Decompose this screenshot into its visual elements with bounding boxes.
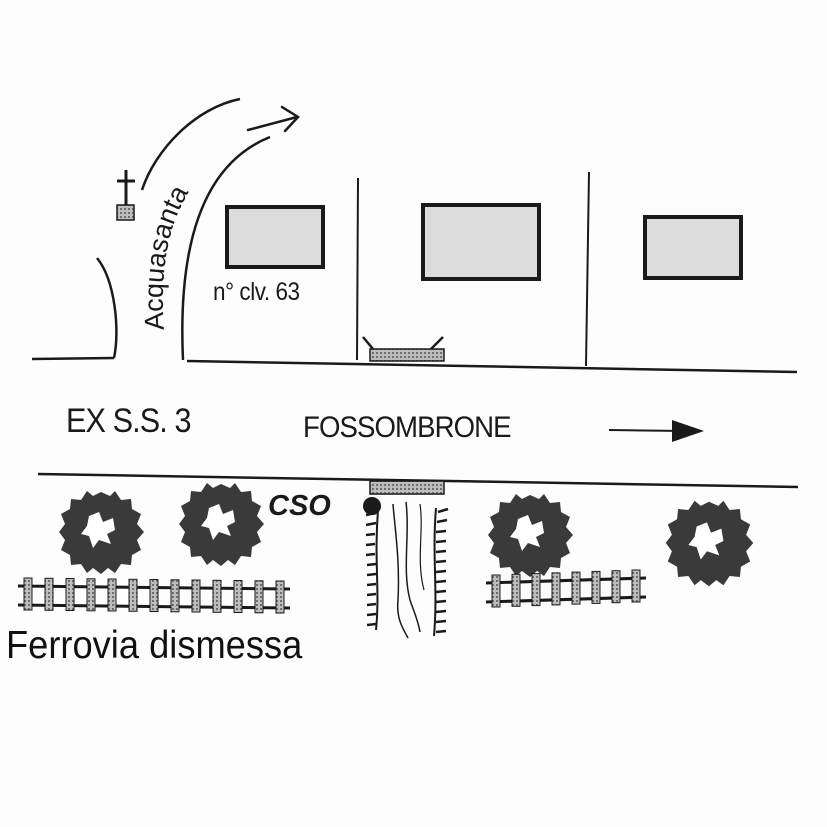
railway-sleeper: [611, 570, 621, 604]
railway-sleeper: [86, 578, 96, 612]
cso-point-marker: [363, 497, 381, 515]
building-civic-63: [225, 205, 325, 269]
cso-label: CSO: [268, 490, 331, 522]
railway-sleeper: [128, 578, 138, 612]
railway-label: Ferrovia dismessa: [6, 624, 303, 667]
railway-track: [17, 577, 291, 614]
railway-sleeper: [170, 579, 180, 613]
railway-sleeper: [65, 578, 75, 611]
culvert-north: [362, 336, 445, 362]
buildings: [225, 203, 743, 281]
railway-sleeper: [149, 579, 159, 612]
lot-boundaries: [356, 171, 590, 367]
culvert-south: [369, 480, 445, 495]
railway-sleeper: [254, 580, 264, 614]
railway-track: [485, 569, 647, 608]
destination-label: FOSSOMBRONE: [303, 411, 512, 444]
building-center: [421, 203, 541, 281]
road-name-label: EX S.S. 3: [66, 402, 191, 440]
railway-sleeper: [531, 573, 541, 607]
building-right: [643, 215, 743, 280]
side-street-arrow: [246, 105, 300, 133]
railway-sleeper: [23, 577, 33, 611]
railway-sleeper: [551, 572, 561, 606]
direction-arrow: [608, 420, 704, 442]
tree-icon: [488, 494, 573, 577]
railway-sleeper: [631, 569, 641, 603]
tree-icon: [179, 483, 264, 566]
railway-sleeper: [44, 577, 54, 611]
cross-icon: [116, 170, 135, 221]
railway-sleeper: [212, 579, 222, 613]
railway-sleeper: [275, 580, 285, 614]
stream-channel: [365, 501, 449, 639]
side-street: [96, 97, 271, 361]
railway-sleeper: [191, 579, 201, 613]
tree-icon: [59, 491, 144, 574]
railway-sleeper: [571, 571, 581, 605]
railway-sleeper: [511, 573, 521, 607]
railway-sleeper: [491, 574, 501, 608]
railway-sleeper: [591, 570, 601, 604]
civic-number-label: n° clv. 63: [213, 278, 300, 306]
side-street-label: Acquasanta: [139, 179, 195, 331]
tree-icon: [665, 500, 754, 587]
railway-sleeper: [107, 578, 117, 612]
railway-sleeper: [233, 580, 243, 613]
